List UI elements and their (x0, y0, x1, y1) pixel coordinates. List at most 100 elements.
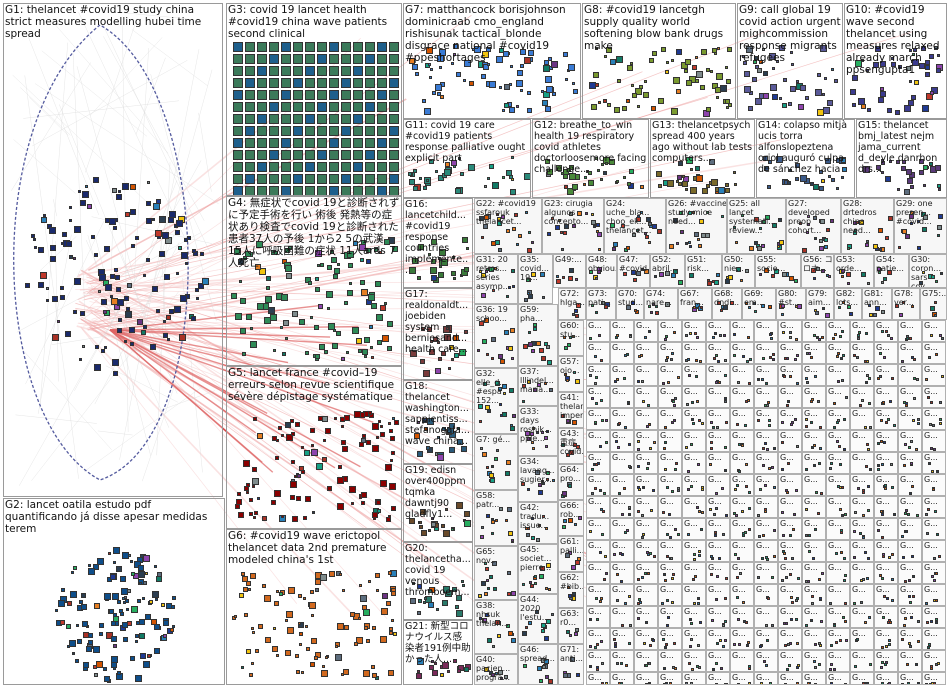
node-g2[interactable] (94, 673, 98, 677)
node-g1[interactable] (57, 320, 60, 323)
node-g3[interactable] (281, 102, 291, 112)
node-g10[interactable] (904, 105, 911, 112)
node-small[interactable] (623, 487, 626, 490)
node-g6[interactable] (311, 614, 314, 617)
node-small[interactable] (699, 360, 702, 363)
node-g50[interactable] (740, 279, 743, 282)
node-small[interactable] (759, 488, 762, 491)
node-g54[interactable] (881, 281, 884, 284)
node-g2[interactable] (151, 619, 157, 625)
node-small[interactable] (806, 381, 809, 384)
node-g3[interactable] (353, 114, 363, 124)
node-g64[interactable] (562, 491, 567, 496)
node-small[interactable] (805, 624, 808, 627)
node-small[interactable] (934, 510, 937, 513)
node-g20[interactable] (442, 600, 448, 606)
node-g5[interactable] (290, 495, 295, 500)
node-g1[interactable] (52, 334, 59, 341)
node-g3[interactable] (281, 90, 291, 100)
cluster-small[interactable]: G... (874, 672, 898, 685)
node-small[interactable] (916, 378, 919, 381)
node-g17[interactable] (437, 341, 440, 344)
cluster-small[interactable]: G... (922, 386, 946, 408)
node-g2[interactable] (79, 600, 83, 604)
node-g11[interactable] (408, 172, 412, 176)
node-g1[interactable] (150, 344, 156, 350)
node-g10[interactable] (930, 91, 934, 95)
node-g25[interactable] (759, 227, 762, 230)
cluster-g57[interactable]: G57: ojo... (558, 356, 584, 392)
cluster-small[interactable]: G... (730, 496, 754, 518)
node-g15[interactable] (897, 188, 900, 191)
node-g36[interactable] (482, 339, 487, 344)
node-g10[interactable] (922, 105, 929, 112)
node-g17[interactable] (435, 368, 441, 374)
node-g2[interactable] (93, 564, 99, 570)
node-g2[interactable] (82, 621, 88, 627)
node-small[interactable] (911, 555, 914, 558)
node-small[interactable] (786, 668, 789, 671)
cluster-small[interactable]: G... (634, 408, 658, 430)
cluster-small[interactable]: G... (658, 342, 682, 364)
node-small[interactable] (762, 357, 765, 360)
cluster-small[interactable]: G... (778, 628, 802, 650)
node-g9[interactable] (754, 56, 758, 60)
node-small[interactable] (932, 488, 935, 491)
node-g4[interactable] (282, 352, 286, 356)
cluster-small[interactable]: G... (898, 672, 922, 685)
node-small[interactable] (690, 622, 693, 625)
node-g5[interactable] (276, 439, 279, 442)
node-g7[interactable] (463, 79, 466, 82)
cluster-g17[interactable]: G17: realdonaldt... joebiden system bern… (403, 288, 473, 380)
node-small[interactable] (805, 468, 808, 471)
node-g11[interactable] (510, 189, 516, 195)
node-g3[interactable] (365, 162, 375, 172)
node-g6[interactable] (234, 615, 237, 618)
node-g10[interactable] (908, 100, 914, 106)
node-small[interactable] (720, 667, 723, 670)
node-small[interactable] (785, 576, 788, 579)
cluster-g11[interactable]: G11: covid 19 care #covid19 patients res… (403, 119, 531, 198)
node-small[interactable] (853, 602, 856, 605)
node-small[interactable] (724, 469, 727, 472)
node-small[interactable] (907, 513, 910, 516)
node-small[interactable] (674, 468, 677, 471)
node-g5[interactable] (337, 477, 344, 484)
node-g5[interactable] (271, 500, 276, 505)
node-g3[interactable] (281, 66, 291, 76)
node-small[interactable] (664, 646, 667, 649)
node-small[interactable] (795, 618, 798, 621)
node-g3[interactable] (365, 102, 375, 112)
node-small[interactable] (691, 418, 694, 421)
node-small[interactable] (867, 509, 870, 512)
node-g5[interactable] (327, 486, 332, 491)
node-g7[interactable] (527, 108, 532, 113)
node-g14[interactable] (768, 160, 772, 164)
node-g8[interactable] (706, 68, 710, 72)
node-g1[interactable] (118, 318, 122, 322)
cluster-small[interactable]: G... (610, 408, 634, 430)
node-g20[interactable] (418, 599, 422, 603)
node-g5[interactable] (362, 434, 366, 438)
cluster-small[interactable]: G... (754, 606, 778, 628)
node-small[interactable] (733, 354, 736, 357)
node-g23[interactable] (560, 231, 563, 234)
node-g7[interactable] (568, 64, 575, 71)
node-small[interactable] (646, 467, 649, 470)
node-g2[interactable] (143, 661, 150, 668)
cluster-small[interactable]: G... (802, 364, 826, 386)
node-small[interactable] (773, 486, 776, 489)
cluster-small[interactable]: G... (658, 430, 682, 452)
node-small[interactable] (797, 664, 800, 667)
node-small[interactable] (926, 532, 929, 535)
node-small[interactable] (791, 557, 794, 560)
cluster-small[interactable]: G... (610, 606, 634, 628)
node-g4[interactable] (387, 321, 393, 327)
cluster-small[interactable]: G... (874, 408, 898, 430)
node-g2[interactable] (111, 636, 117, 642)
node-small[interactable] (819, 426, 822, 429)
node-g5[interactable] (295, 422, 300, 427)
cluster-g40[interactable]: G40: pacien... progra... (474, 654, 518, 685)
node-g65[interactable] (485, 567, 489, 571)
cluster-small[interactable]: G... (850, 342, 874, 364)
